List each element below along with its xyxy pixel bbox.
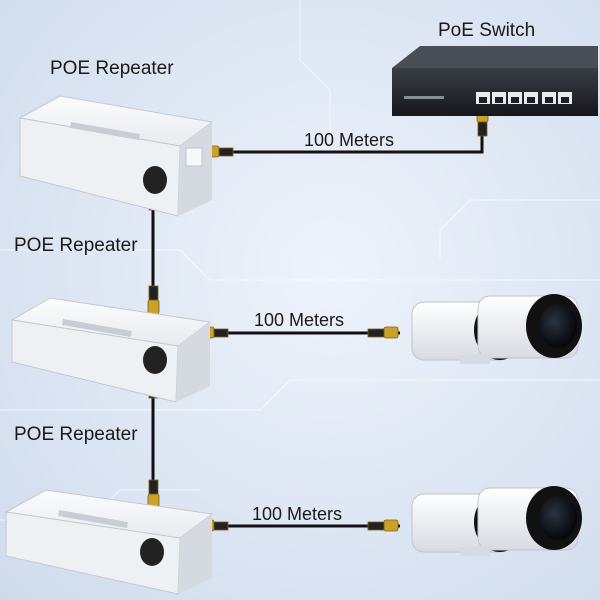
security-cameras-2	[411, 486, 582, 556]
poe-repeater-device-2	[10, 297, 212, 403]
switch-label: PoE Switch	[438, 20, 536, 41]
poe-switch-device	[392, 46, 598, 116]
distance-label-2: 100 Meters	[254, 310, 345, 330]
repeater-3-label: POE Repeater	[14, 424, 138, 445]
security-cameras-1	[411, 294, 582, 364]
repeater-2-label: POE Repeater	[14, 235, 138, 256]
distance-label-1: 100 Meters	[304, 130, 395, 150]
cable-switch-to-repeater-1	[232, 122, 484, 154]
poe-repeater-device-3	[4, 489, 214, 595]
distance-label-3: 100 Meters	[252, 504, 343, 524]
poe-repeater-device-1	[18, 95, 214, 217]
repeater-1-label: POE Repeater	[50, 58, 174, 79]
